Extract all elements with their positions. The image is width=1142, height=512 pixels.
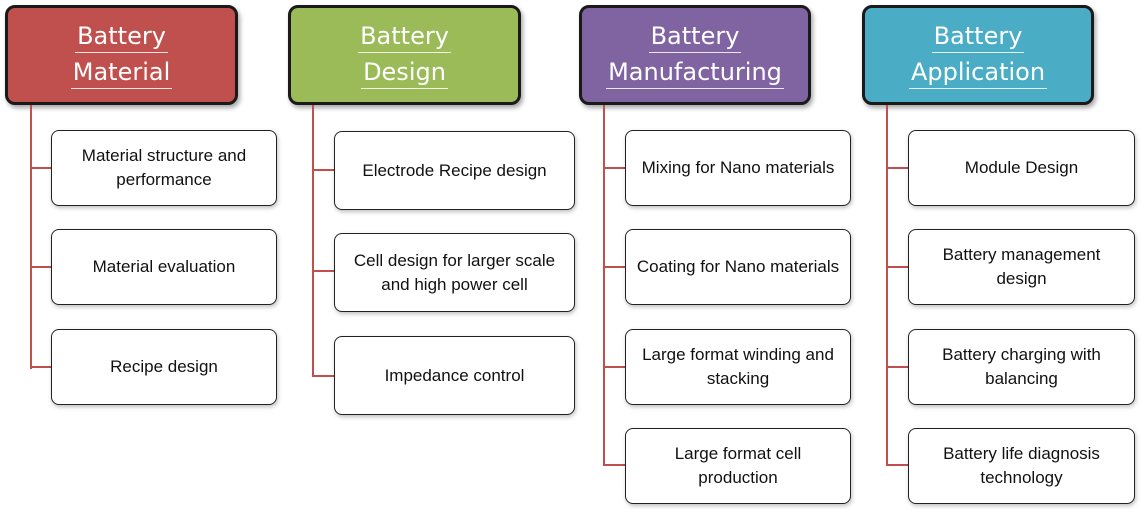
connector-horizontal	[886, 464, 909, 466]
connector-horizontal	[886, 366, 909, 368]
item-box: Impedance control	[334, 336, 575, 415]
connector-horizontal	[312, 169, 335, 171]
item-box: Electrode Recipe design	[334, 131, 575, 210]
item-box: Module Design	[908, 130, 1135, 206]
item-box: Cell design for larger scale and high po…	[334, 233, 575, 312]
connector-vertical	[30, 105, 32, 369]
item-box: Battery management design	[908, 229, 1135, 305]
connector-vertical	[886, 105, 888, 466]
connector-horizontal	[603, 366, 626, 368]
header-title-line: Battery	[931, 21, 1025, 53]
connector-horizontal	[30, 266, 52, 268]
connector-horizontal	[603, 266, 626, 268]
header-battery-application: Battery Application	[862, 5, 1094, 105]
header-title-line: Material	[70, 57, 173, 89]
header-title-line: Battery	[358, 21, 451, 53]
connector-horizontal	[603, 167, 626, 169]
header-battery-material: Battery Material	[5, 5, 238, 105]
item-box: Battery life diagnosis technology	[908, 428, 1135, 504]
connector-horizontal	[312, 270, 335, 272]
item-box: Large format cell production	[625, 428, 851, 504]
item-box: Large format winding and stacking	[625, 329, 851, 405]
connector-horizontal	[886, 266, 909, 268]
header-title-line: Manufacturing	[606, 57, 784, 89]
item-box: Material structure and performance	[51, 130, 277, 206]
item-box: Material evaluation	[51, 229, 277, 305]
connector-horizontal	[603, 464, 626, 466]
header-battery-manufacturing: Battery Manufacturing	[579, 5, 811, 105]
header-battery-design: Battery Design	[288, 5, 521, 105]
connector-horizontal	[30, 366, 52, 368]
connector-vertical	[312, 105, 314, 377]
header-title-line: Application	[908, 57, 1048, 89]
item-box: Battery charging with balancing	[908, 329, 1135, 405]
item-box: Mixing for Nano materials	[625, 130, 851, 206]
connector-horizontal	[30, 167, 52, 169]
item-box: Recipe design	[51, 329, 277, 405]
header-title-line: Design	[361, 57, 448, 89]
connector-vertical	[603, 105, 605, 466]
connector-horizontal	[886, 167, 909, 169]
header-title-line: Battery	[75, 21, 168, 53]
item-box: Coating for Nano materials	[625, 229, 851, 305]
connector-horizontal	[312, 375, 335, 377]
header-title-line: Battery	[648, 21, 742, 53]
